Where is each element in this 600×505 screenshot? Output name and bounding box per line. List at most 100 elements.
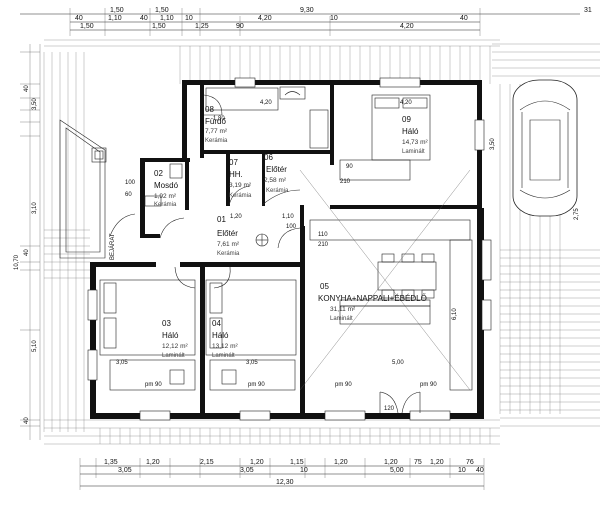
- closet-dim-3: 210: [318, 242, 329, 248]
- room-07-area: 3,19 m²: [229, 182, 252, 189]
- top-dimension-lines: 1,50 1,50 9,30 40 1,10 40 1,10 10 4,20 1…: [20, 7, 592, 36]
- walls: [90, 80, 484, 419]
- room-06-material: Kerámia: [266, 188, 289, 194]
- right-dim-2: 2,75: [574, 208, 580, 220]
- bath-width-label: 1,80: [213, 116, 225, 122]
- room-06-name: Előtér: [266, 165, 287, 174]
- room-08-name: Fürdő: [205, 117, 226, 126]
- closet-dim-4: 100: [286, 224, 297, 230]
- left-dimensions: 10,70 3,10 5,10 3,50 40 40 40: [14, 85, 38, 424]
- top-dim-r2-4: 10: [185, 15, 193, 22]
- room-05-number: 05: [320, 282, 329, 291]
- room-03-area: 12,12 m²: [162, 343, 188, 350]
- top-dim-r2-6: 10: [330, 15, 338, 22]
- room-labels: 01 Előtér 7,61 m² Kerámia 02 Mosdó 1,92 …: [154, 105, 428, 359]
- top-dim-r2-2: 40: [140, 15, 148, 22]
- room04-width: 3,05: [246, 360, 258, 366]
- bottom-dim-r1-1: 1,20: [146, 459, 160, 466]
- closet-dim-2: 110: [318, 232, 328, 238]
- window-pm90-2: pm 90: [248, 382, 265, 388]
- bath-top-dim: 4,20: [260, 100, 272, 106]
- room-02-area: 1,92 m²: [154, 193, 177, 200]
- bottom-dim-r1-8: 1,20: [430, 459, 444, 466]
- bottom-dim-r2-0: 3,05: [118, 467, 132, 474]
- room-02-name: Mosdó: [154, 181, 179, 190]
- top-dim-r3-4: 4,20: [400, 23, 414, 30]
- room03-width: 3,05: [116, 360, 128, 366]
- left-dim-3: 3,50: [32, 98, 38, 110]
- height-100: 100: [125, 180, 136, 186]
- room-07-name: HH.: [229, 170, 243, 179]
- room01-width: 1,20: [230, 214, 242, 220]
- room-05-name: KONYHA+NAPPALI+ÉBÉDLŐ: [318, 294, 427, 303]
- window-pm90-1: pm 90: [145, 382, 162, 388]
- left-dim-5: 40: [24, 249, 30, 256]
- room-07-material: Kerámia: [229, 193, 252, 199]
- furniture: [99, 87, 473, 391]
- bottom-dim-r1-7: 75: [414, 459, 422, 466]
- top-dim-r2-3: 1,10: [160, 15, 174, 22]
- bottom-dim-r1-6: 1,20: [384, 459, 398, 466]
- room-04-material: Laminált: [212, 353, 235, 359]
- top-dim-r3-3: 90: [236, 23, 244, 30]
- room-07-number: 07: [229, 158, 238, 167]
- room-01-number: 01: [217, 215, 226, 224]
- bottom-dimension-lines: 1,35 1,20 2,15 1,20 1,15 1,20 1,20 75 1,…: [79, 458, 485, 490]
- top-dim-1: 1,50: [110, 7, 124, 14]
- left-dim-4: 40: [24, 85, 30, 92]
- room-02-material: Kerámia: [154, 202, 177, 208]
- inner-dimensions: 1,80 4,20 4,20 1,10 110 210 100 210 90 p…: [116, 100, 437, 412]
- closet-dim-1: 1,10: [282, 214, 294, 220]
- room-09-material: Laminált: [402, 149, 425, 155]
- room-01-name: Előtér: [217, 229, 238, 238]
- room-06-area: 2,58 m²: [264, 177, 287, 184]
- room-04-name: Háló: [212, 331, 229, 340]
- top-dim-r2-1: 1,10: [108, 15, 122, 22]
- left-dim-6: 40: [24, 417, 30, 424]
- bottom-dim-r1-0: 1,35: [104, 459, 118, 466]
- room-05-material: Laminált: [330, 316, 353, 322]
- room-01-area: 7,61 m²: [217, 241, 240, 248]
- room-08-material: Kerámia: [205, 138, 228, 144]
- height-60: 60: [125, 192, 132, 198]
- right-dimensions: 3,50 2,75 6,10: [452, 138, 580, 320]
- top-dim-r3-0: 1,50: [80, 23, 94, 30]
- room-03-name: Háló: [162, 331, 179, 340]
- window-120: 120: [384, 406, 395, 412]
- right-dim-1: 3,50: [490, 138, 496, 150]
- bottom-dim-r1-9: 76: [466, 459, 474, 466]
- bottom-dim-r2-1: 3,05: [240, 467, 254, 474]
- window-pm90-4: pm 90: [420, 382, 437, 388]
- bottom-dim-r1-2: 2,15: [200, 459, 214, 466]
- room-09-number: 09: [402, 115, 411, 124]
- bottom-dim-r2-3: 5,00: [390, 467, 404, 474]
- room-06-number: 06: [264, 153, 273, 162]
- room-09-area: 14,73 m²: [402, 139, 428, 146]
- bottom-dim-r2-5: 40: [476, 467, 484, 474]
- top-dim-r2-5: 4,20: [258, 15, 272, 22]
- bottom-dim-r1-4: 1,15: [290, 459, 304, 466]
- entrance-label: BEJÁRAT: [109, 233, 116, 260]
- room-08-area: 7,77 m²: [205, 128, 228, 135]
- window-pm90-3: pm 90: [335, 382, 352, 388]
- room-04-area: 13,12 m²: [212, 343, 238, 350]
- room-03-number: 03: [162, 319, 171, 328]
- left-dim-1: 3,10: [32, 202, 38, 214]
- top-dim-2: 1,50: [155, 7, 169, 14]
- car-icon: [512, 79, 578, 217]
- terrain-hatch: [20, 39, 600, 445]
- top-dim-r3-2: 1,25: [195, 23, 209, 30]
- room-02-number: 02: [154, 169, 163, 178]
- right-top-dim: 31: [584, 7, 592, 14]
- bottom-dim-total: 12,30: [276, 479, 294, 486]
- top-dim-total: 9,30: [300, 7, 314, 14]
- bottom-dim-r1-3: 1,20: [250, 459, 264, 466]
- bottom-dim-r2-4: 10: [458, 467, 466, 474]
- top-dim-r3-1: 1,50: [152, 23, 166, 30]
- openings: [87, 77, 492, 421]
- left-dim-total: 10,70: [14, 254, 20, 270]
- door-90-label: 90: [346, 164, 353, 170]
- bottom-dim-r1-5: 1,20: [334, 459, 348, 466]
- room-09-name: Háló: [402, 127, 419, 136]
